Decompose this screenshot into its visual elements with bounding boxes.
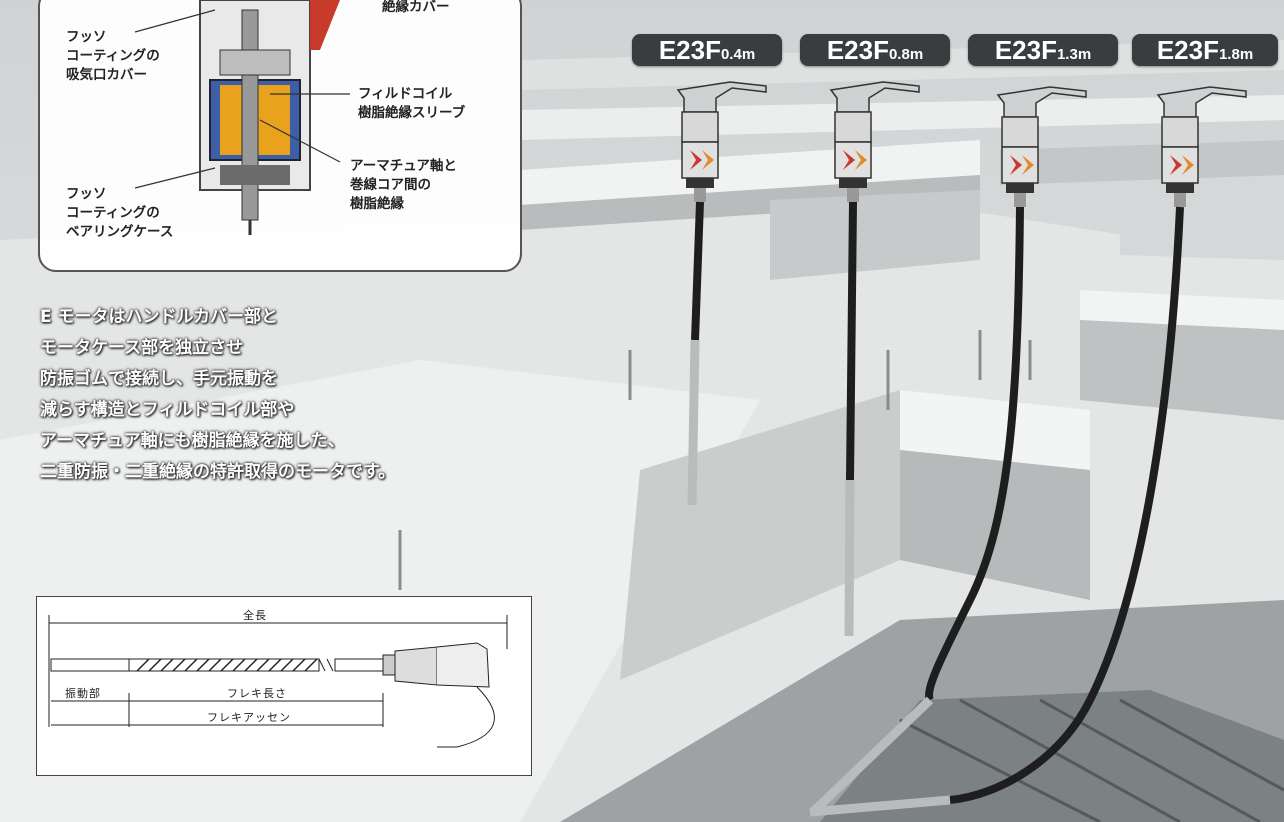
label-total-length: 全長 xyxy=(243,609,267,622)
label-vibrating-part: 振動部 xyxy=(65,687,101,700)
vibrator-0-4m xyxy=(677,81,767,203)
callout-leader-lines xyxy=(134,9,350,189)
motor-description: E モータはハンドルカバー部と モータケース部を独立させ 防振ゴムで接続し、手元… xyxy=(40,307,396,482)
vibrator-1-3m xyxy=(997,86,1087,208)
label-fluoro-bearing-case: フッソ コーティングの ベアリングケース xyxy=(66,186,174,240)
label-field-coil-sleeve: フィルドコイル 樹脂絶縁スリーブ xyxy=(358,86,466,121)
label-fluoro-intake-cover: フッソ コーティングの 吸気口カバー xyxy=(66,29,160,83)
label-flex-length: フレキ長さ xyxy=(227,687,287,700)
vibrator-0-8m xyxy=(830,81,920,203)
motor-cross-section-callout: 絶縁カバー フッソ コーティングの 吸気口カバー フィルドコイル 樹脂絶縁スリー… xyxy=(38,0,522,272)
dimensions-diagram: 全長 振動部 フレキ長さ フレキアッセン xyxy=(36,596,532,776)
label-flex-assembly: フレキアッセン xyxy=(207,711,291,724)
motor-cross-section-illustration xyxy=(199,0,340,235)
vibrator-1-8m xyxy=(1157,86,1247,208)
dimensions-drawing xyxy=(48,615,508,748)
label-armature-insulation: アーマチュア軸と 巻線コア間の 樹脂絶縁 xyxy=(350,158,457,212)
label-insulation-cover: 絶縁カバー xyxy=(382,0,450,15)
